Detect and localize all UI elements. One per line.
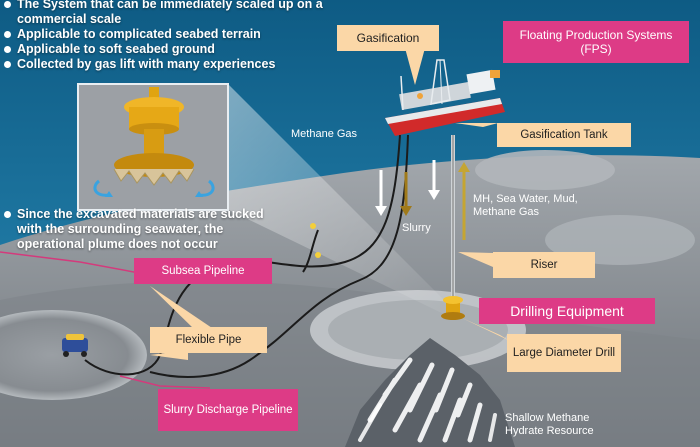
slurry-pipeline-line [149,134,409,378]
rov-vehicle [62,334,88,357]
left-crater [0,310,147,400]
label-drilling-equipment: Drilling Equipment [479,298,655,324]
bullet-item: The System that can be immediately scale… [2,0,342,27]
bullet-item: Since the excavated materials are sucked… [2,207,270,252]
feature-bullet-list: The System that can be immediately scale… [2,0,342,72]
bullet-item: Applicable to complicated seabed terrain [2,27,342,42]
drill-equipment-inset [77,83,229,211]
flexible-pipe-line [302,229,319,273]
right-crater [475,150,615,190]
buoy [315,252,321,258]
buoy [310,223,316,229]
label-flexible-pipe: Flexible Pipe [150,327,267,353]
plume-bullet: Since the excavated materials are sucked… [2,207,270,252]
drilling-head [441,296,465,320]
label-gasification: Gasification [337,25,439,51]
text-methane-gas: Methane Gas [291,128,358,140]
label-subsea-pipeline: Subsea Pipeline [134,258,272,284]
label-large-diameter-drill: Large Diameter Drill [507,334,621,372]
bullet-item: Collected by gas lift with many experien… [2,57,342,72]
methane-hydrate-formation [345,338,515,447]
drill-illustration [79,85,227,209]
flow-arrows [375,160,470,240]
label-gasification-tank: Gasification Tank [497,123,631,147]
label-riser: Riser [493,252,595,278]
label-slurry-discharge-pipeline: Slurry Discharge Pipeline [158,389,298,431]
text-slurry: Slurry [402,222,431,234]
fps-vessel [385,59,505,136]
text-mh-mix: MH, Sea Water, Mud, Methane Gas [473,193,578,218]
bullet-item: Applicable to soft seabed ground [2,42,342,57]
label-fps: Floating Production Systems (FPS) [503,21,689,63]
callout-beam [229,85,452,318]
text-shallow-methane: Shallow Methane Hydrate Resource [505,412,594,437]
